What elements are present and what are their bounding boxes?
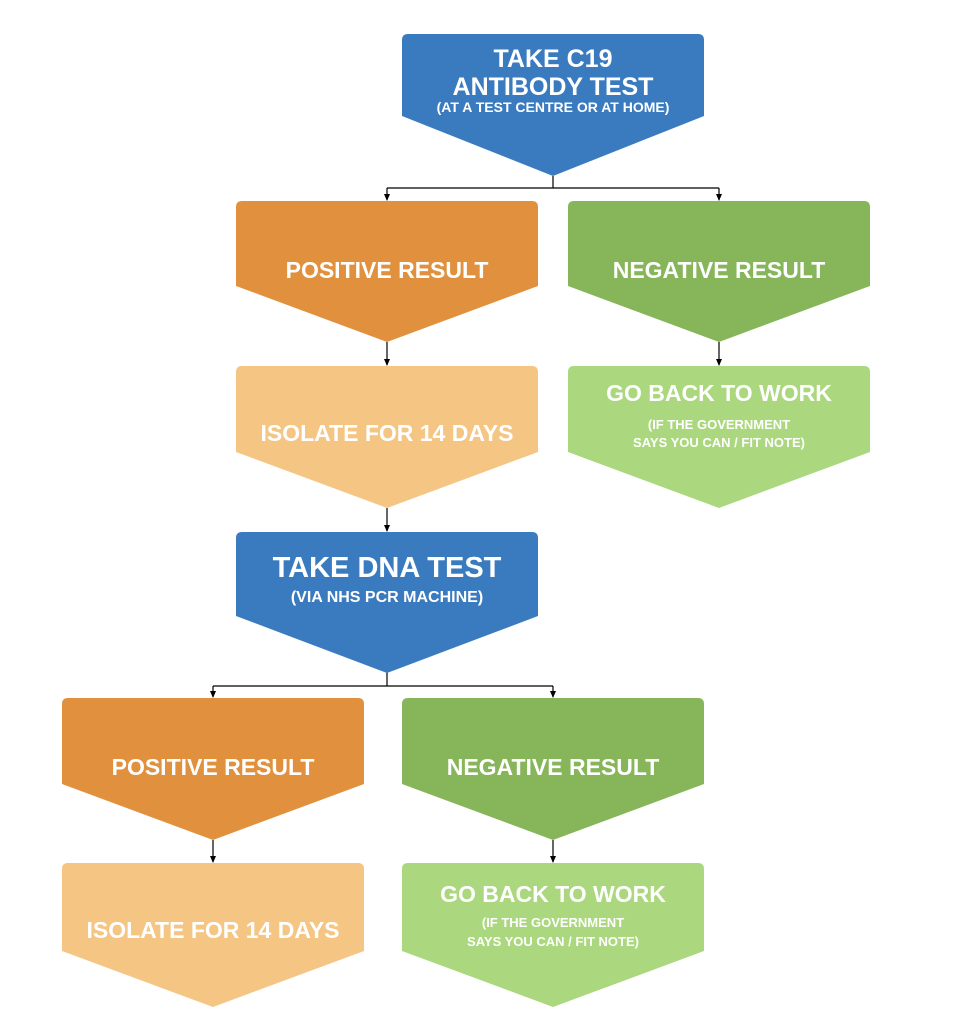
- isolate-label-1: ISOLATE FOR 14 DAYS: [260, 420, 514, 446]
- go-back-to-work-shape-1: [568, 366, 870, 508]
- positive-result-label-1: POSITIVE RESULT: [285, 257, 489, 283]
- dna-test-title: TAKE DNA TEST: [272, 552, 502, 584]
- positive-result-label-2: POSITIVE RESULT: [111, 754, 315, 780]
- antibody-test-title-line-1: TAKE C19: [493, 45, 613, 73]
- negative-result-label-2: NEGATIVE RESULT: [446, 754, 660, 780]
- dna-test-subtitle: (VIA NHS PCR MACHINE): [290, 589, 484, 606]
- go-back-to-work-note-1b: SAYS YOU CAN / FIT NOTE): [633, 435, 805, 450]
- negative-result-node-1: NEGATIVE RESULT: [568, 201, 870, 342]
- isolate-label-2: ISOLATE FOR 14 DAYS: [86, 917, 340, 943]
- isolate-node-1: ISOLATE FOR 14 DAYS: [236, 366, 538, 508]
- negative-result-shape-1: [568, 201, 870, 342]
- go-back-to-work-title-1: GO BACK TO WORK: [606, 380, 832, 406]
- go-back-to-work-title-2: GO BACK TO WORK: [440, 881, 666, 907]
- isolate-node-2: ISOLATE FOR 14 DAYS: [62, 863, 364, 1007]
- split-connector-dna: [210, 672, 556, 698]
- positive-result-shape-2: [62, 698, 364, 840]
- split-connector-antibody: [384, 176, 722, 201]
- go-back-to-work-node-2: GO BACK TO WORK (IF THE GOVERNMENT SAYS …: [402, 863, 704, 1007]
- go-back-to-work-note-1a: (IF THE GOVERNMENT: [647, 417, 791, 432]
- isolate-shape-1: [236, 366, 538, 508]
- positive-result-node-2: POSITIVE RESULT: [62, 698, 364, 840]
- negative-result-node-2: NEGATIVE RESULT: [402, 698, 704, 840]
- dna-test-shape: [236, 532, 538, 673]
- go-back-to-work-note-2a: (IF THE GOVERNMENT: [481, 915, 625, 930]
- antibody-test-title-line-2: ANTIBODY TEST: [452, 73, 654, 101]
- antibody-test-subtitle: (AT A TEST CENTRE OR AT HOME): [436, 99, 670, 115]
- antibody-test-node: TAKE C19 ANTIBODY TEST (AT A TEST CENTRE…: [402, 34, 704, 176]
- positive-result-node-1: POSITIVE RESULT: [236, 201, 538, 342]
- negative-result-shape-2: [402, 698, 704, 840]
- dna-test-node: TAKE DNA TEST (VIA NHS PCR MACHINE): [236, 532, 538, 673]
- positive-result-shape-1: [236, 201, 538, 342]
- go-back-to-work-shape-2: [402, 863, 704, 1007]
- isolate-shape-2: [62, 863, 364, 1007]
- go-back-to-work-node-1: GO BACK TO WORK (IF THE GOVERNMENT SAYS …: [568, 366, 870, 508]
- negative-result-label-1: NEGATIVE RESULT: [612, 257, 826, 283]
- antibody-test-shape: [402, 34, 704, 176]
- go-back-to-work-note-2b: SAYS YOU CAN / FIT NOTE): [467, 934, 639, 949]
